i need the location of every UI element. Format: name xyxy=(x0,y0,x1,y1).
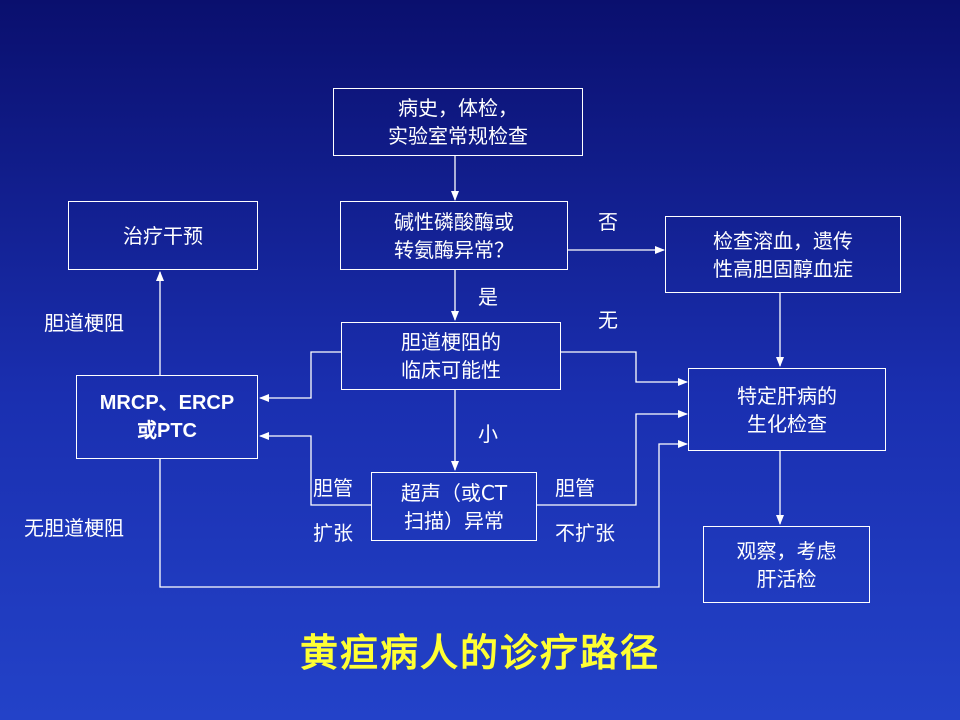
treatment-box: 治疗干预 xyxy=(68,201,258,270)
specific-liver-tests-box: 特定肝病的 生化检查 xyxy=(688,368,886,451)
label-duct-right: 胆管 xyxy=(555,476,595,500)
label-biliary-obstruction: 胆道梗阻 xyxy=(44,311,124,335)
history-exam-box: 病史，体检， 实验室常规检查 xyxy=(333,88,583,156)
label-yes: 是 xyxy=(478,285,498,309)
page-title: 黄疸病人的诊疗路径 xyxy=(299,631,660,675)
hemolysis-check-box: 检查溶血，遗传 性高胆固醇血症 xyxy=(665,216,901,293)
label-duct-left: 胆管 xyxy=(313,476,353,500)
label-no: 否 xyxy=(598,210,618,234)
mrcp-ercp-ptc-box: MRCP、ERCP 或PTC xyxy=(76,375,258,459)
label-small: 小 xyxy=(478,422,498,446)
arrow-ultrasound-to-mrcp xyxy=(259,432,371,506)
biliary-likelihood-box: 胆道梗阻的 临床可能性 xyxy=(341,322,561,390)
arrow-likelihood-to-specific xyxy=(561,351,688,386)
arrow-ultrasound-to-specific xyxy=(537,410,688,506)
label-not-dilated: 不扩张 xyxy=(555,521,615,545)
ultrasound-ct-box: 超声（或CT 扫描）异常 xyxy=(371,472,537,541)
enzyme-abnormal-box: 碱性磷酸酶或 转氨酶异常？ xyxy=(340,201,568,270)
observe-biopsy-box: 观察，考虑 肝活检 xyxy=(703,526,870,603)
arrow-mrcp-to-specific xyxy=(159,440,688,588)
arrow-likelihood-to-mrcp xyxy=(259,351,341,402)
label-dilated: 扩张 xyxy=(313,521,353,545)
label-none: 无 xyxy=(598,308,618,332)
label-no-biliary-obstruction: 无胆道梗阻 xyxy=(24,516,124,540)
